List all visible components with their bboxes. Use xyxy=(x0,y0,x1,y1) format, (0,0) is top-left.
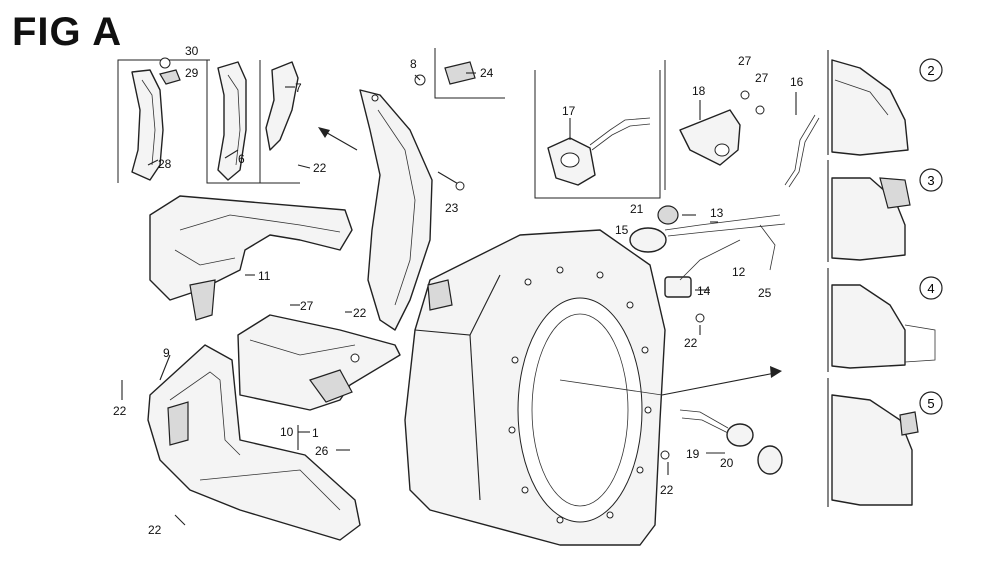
figure-title: FIG A xyxy=(12,10,123,54)
leader-lines xyxy=(121,72,797,526)
callout-23: 23 xyxy=(445,201,459,215)
callout-27-b: 27 xyxy=(755,71,769,85)
callout-labels: 30 29 28 6 7 22 8 24 23 17 18 27 27 16 1… xyxy=(113,44,804,537)
clip-29 xyxy=(159,69,181,85)
variant-label-2: 2 xyxy=(919,58,943,82)
variant-4-housing xyxy=(831,284,906,369)
callout-22-bottom: 22 xyxy=(148,523,162,537)
callout-25: 25 xyxy=(758,286,772,300)
inset-group-top-right xyxy=(414,48,820,199)
callout-18: 18 xyxy=(692,84,706,98)
callout-20: 20 xyxy=(720,456,734,470)
screw-27a xyxy=(740,90,750,100)
callout-1: 1 xyxy=(312,426,319,440)
callout-24: 24 xyxy=(480,66,494,80)
callout-10: 10 xyxy=(280,425,294,439)
callout-22-bottom-center: 22 xyxy=(660,483,674,497)
callout-22-mid-right: 22 xyxy=(684,336,698,350)
variant-label-2-text: 2 xyxy=(927,63,934,78)
callout-11: 11 xyxy=(258,269,271,283)
callout-27-c: 27 xyxy=(300,299,314,313)
part-19-switch xyxy=(726,423,754,447)
callout-9: 9 xyxy=(163,346,170,360)
variant-label-3: 3 xyxy=(919,168,943,192)
variant-label-4: 4 xyxy=(919,276,943,300)
variant-2-housing xyxy=(831,59,909,156)
callout-13: 13 xyxy=(710,206,724,220)
part-14-coil xyxy=(664,276,692,298)
callout-21: 21 xyxy=(630,202,644,216)
inset-box-7 xyxy=(259,60,300,184)
callout-30: 30 xyxy=(185,44,199,58)
callout-19: 19 xyxy=(686,447,700,461)
switch-cluster xyxy=(660,409,783,475)
variant-label-3-text: 3 xyxy=(927,173,934,188)
part-cover-plate-28 xyxy=(131,69,164,181)
part-shroud-11 xyxy=(149,195,353,321)
part-20-knob xyxy=(757,445,783,475)
callout-8: 8 xyxy=(410,57,417,71)
direction-arrow-right xyxy=(559,366,782,396)
direction-arrow-left xyxy=(318,127,358,151)
callout-7: 7 xyxy=(295,81,302,95)
inset-box-6 xyxy=(206,60,265,184)
callout-28-top: 28 xyxy=(158,157,172,171)
callout-15: 15 xyxy=(615,223,629,237)
screw-23 xyxy=(437,171,465,191)
variant-labels: 2 3 4 5 xyxy=(919,58,943,415)
part-cover-plate-6 xyxy=(217,61,247,181)
part-fan-housing xyxy=(404,229,666,546)
inset-group-top-left xyxy=(117,57,300,184)
part-cover-plate-7 xyxy=(265,61,299,151)
part-18-bracket xyxy=(679,109,741,166)
wiring-cluster xyxy=(629,205,786,323)
callout-17: 17 xyxy=(562,104,576,118)
housing-opening xyxy=(517,297,643,523)
callout-12: 12 xyxy=(732,265,746,279)
part-25-terminal xyxy=(759,224,776,271)
callout-22-bracket: 22 xyxy=(353,306,367,320)
variant-label-5: 5 xyxy=(919,391,943,415)
part-15-grommet xyxy=(629,227,667,253)
part-24-clip xyxy=(444,61,476,85)
variant-label-4-text: 4 xyxy=(927,281,934,296)
callout-22-upper: 22 xyxy=(313,161,327,175)
part-lower-deflector-9 xyxy=(147,344,361,541)
callout-14: 14 xyxy=(697,284,711,298)
callout-27-a: 27 xyxy=(738,54,752,68)
inset-box-28 xyxy=(117,59,210,183)
part-side-guard xyxy=(359,89,433,331)
variant-panels xyxy=(827,50,936,507)
screw-27b xyxy=(755,105,765,115)
callout-29: 29 xyxy=(185,66,199,80)
callout-26: 26 xyxy=(315,444,329,458)
variant-5-housing xyxy=(831,394,913,506)
callout-16: 16 xyxy=(790,75,804,89)
part-bracket-10 xyxy=(237,314,401,411)
screw-30 xyxy=(159,57,171,69)
callout-22-left: 22 xyxy=(113,404,127,418)
callout-6: 6 xyxy=(238,152,245,166)
variant-label-5-text: 5 xyxy=(927,396,934,411)
part-21-cap xyxy=(657,205,679,225)
